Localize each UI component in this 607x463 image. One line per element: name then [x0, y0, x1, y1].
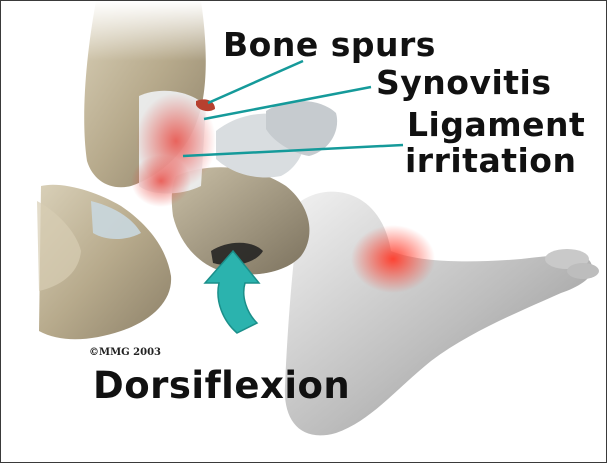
copyright-notice: ©MMG 2003 — [89, 347, 161, 358]
label-ligament-line2: irritation — [405, 141, 576, 180]
label-bone-spurs: Bone spurs — [223, 25, 436, 64]
label-ligament-line1: Ligament — [407, 105, 585, 144]
label-dorsiflexion: Dorsiflexion — [93, 364, 350, 407]
label-synovitis: Synovitis — [376, 63, 552, 102]
leader-line-bone-spurs — [208, 61, 303, 103]
